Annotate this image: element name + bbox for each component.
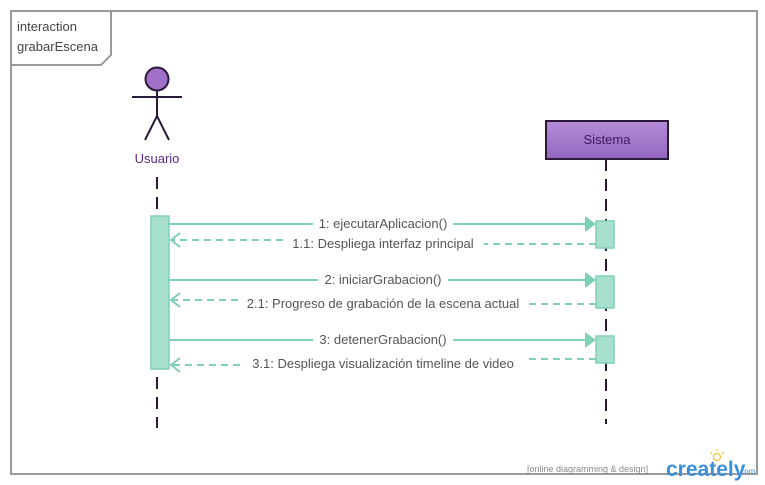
- activation-sistema-2: [595, 275, 615, 309]
- message-2-1-arrowhead-icon: [169, 292, 181, 308]
- watermark-brand: creately: [666, 458, 746, 481]
- frame-label-tab: [10, 10, 112, 66]
- watermark-tagline: [online diagramming & design]: [527, 464, 648, 474]
- message-2-arrowhead-icon: [585, 272, 596, 288]
- message-2-label: 2: iniciarGrabacion(): [324, 272, 441, 287]
- message-1-arrowhead-icon: [585, 216, 596, 232]
- system-sistema[interactable]: Sistema: [545, 120, 669, 160]
- frame-label-name: grabarEscena: [17, 39, 99, 54]
- message-1-1-label: 1.1: Despliega interfaz principal: [292, 236, 473, 251]
- creately-watermark: [online diagramming & design] creately .…: [527, 449, 756, 481]
- bulb-icon: [709, 449, 725, 462]
- message-3-1-arrowhead-icon: [169, 357, 181, 373]
- actor-leg-left: [144, 115, 158, 141]
- message-1-1-arrowhead-icon: [169, 232, 181, 248]
- message-2-1-label: 2.1: Progreso de grabación de la escena …: [247, 296, 520, 311]
- message-3-1[interactable]: 3.1: Despliega visualización timeline de…: [169, 356, 596, 373]
- message-1[interactable]: 1: ejecutarAplicacion(): [169, 216, 596, 232]
- message-3[interactable]: 3: detenerGrabacion(): [169, 332, 596, 348]
- message-2[interactable]: 2: iniciarGrabacion(): [169, 272, 596, 288]
- interaction-frame: [10, 10, 758, 475]
- message-1-1[interactable]: 1.1: Despliega interfaz principal: [169, 232, 596, 251]
- actor-leg-right: [156, 115, 170, 141]
- activation-usuario: [150, 215, 170, 370]
- watermark-suffix: .com: [738, 467, 756, 476]
- message-1-label: 1: ejecutarAplicacion(): [319, 216, 448, 231]
- actor-head-icon: [144, 66, 170, 92]
- actor-usuario[interactable]: Usuario: [132, 66, 182, 167]
- frame-label-kind: interaction: [17, 19, 77, 34]
- message-3-1-label: 3.1: Despliega visualización timeline de…: [252, 356, 514, 371]
- message-3-label: 3: detenerGrabacion(): [319, 332, 446, 347]
- activation-sistema-3: [595, 335, 615, 364]
- actor-name: Usuario: [135, 151, 180, 166]
- message-3-arrowhead-icon: [585, 332, 596, 348]
- system-name: Sistema: [584, 132, 632, 147]
- message-2-1[interactable]: 2.1: Progreso de grabación de la escena …: [169, 292, 596, 311]
- activation-sistema-1: [595, 220, 615, 249]
